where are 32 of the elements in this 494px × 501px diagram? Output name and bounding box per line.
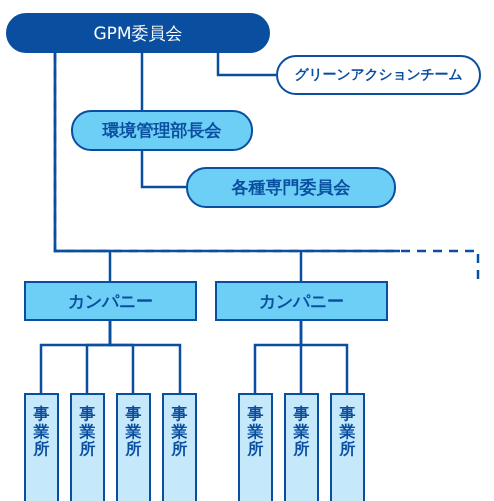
office-box [24, 393, 59, 501]
vertical-label: 事業所 [340, 405, 356, 458]
office-box [330, 393, 365, 501]
connector-line [108, 321, 182, 393]
node-label: 各種専門委員会 [232, 177, 350, 199]
vertical-label: 事業所 [172, 405, 188, 458]
council-pill [71, 110, 253, 151]
office-box [284, 393, 319, 501]
vertical-label: 事業所 [248, 405, 264, 458]
node-label: 環境管理部長会 [102, 120, 222, 142]
connector-line [140, 53, 144, 110]
vertical-label: 事業所 [126, 405, 142, 458]
company-box [215, 281, 388, 321]
office-box [116, 393, 151, 501]
node-label: カンパニー [68, 290, 153, 312]
connector-line [300, 321, 348, 393]
node-label: カンパニー [259, 290, 344, 312]
team-pill [276, 55, 481, 95]
vertical-label: 事業所 [34, 405, 50, 458]
office-box [70, 393, 105, 501]
vertical-label: 事業所 [294, 405, 310, 458]
node-label: グリーンアクションチーム [294, 66, 462, 84]
council-pill [186, 167, 396, 208]
office-box [238, 393, 273, 501]
connector-line [140, 151, 186, 188]
connector-line [54, 53, 480, 279]
vertical-label: 事業所 [80, 405, 96, 458]
committee-pill [6, 13, 270, 53]
office-box [162, 393, 197, 501]
connector-line [216, 53, 276, 76]
node-label: GPM委員会 [93, 22, 183, 44]
company-box [24, 281, 197, 321]
